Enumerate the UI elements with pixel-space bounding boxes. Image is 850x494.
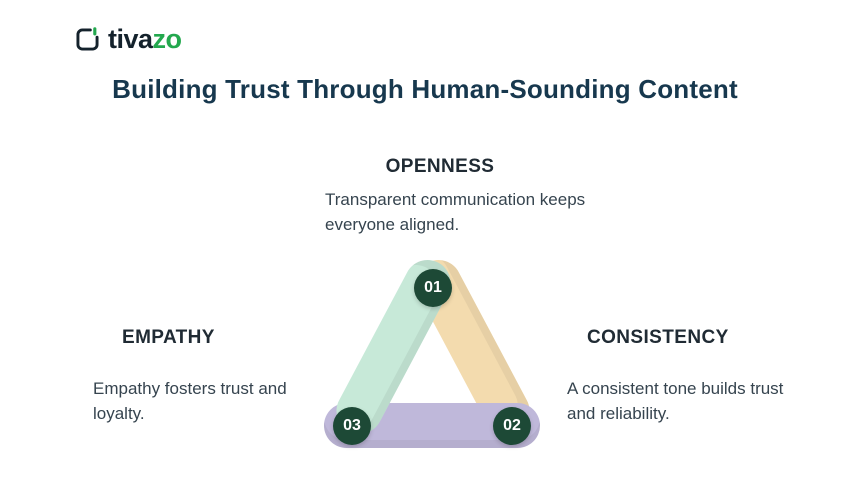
heading-openness: OPENNESS	[385, 156, 495, 177]
page-title: Building Trust Through Human-Sounding Co…	[112, 74, 738, 104]
logo-text-second: zo	[152, 24, 183, 54]
description-openness: Transparent communication keeps everyone…	[325, 190, 586, 234]
tivazo-logo-icon	[76, 27, 99, 51]
tivazo-logo: tivazo	[74, 26, 182, 53]
description-consistency: A consistent tone builds trust and relia…	[567, 379, 784, 423]
logo-text-first: tiva	[108, 24, 153, 54]
step-circle-03: 03	[333, 407, 371, 445]
heading-consistency: CONSISTENCY	[587, 327, 729, 348]
description-empathy: Empathy fosters trust and loyalty.	[93, 379, 287, 423]
step-circle-01: 01	[414, 269, 452, 307]
step-circle-02: 02	[493, 407, 531, 445]
heading-empathy: EMPATHY	[122, 327, 215, 348]
tivazo-logo-text: tivazo	[108, 26, 182, 53]
